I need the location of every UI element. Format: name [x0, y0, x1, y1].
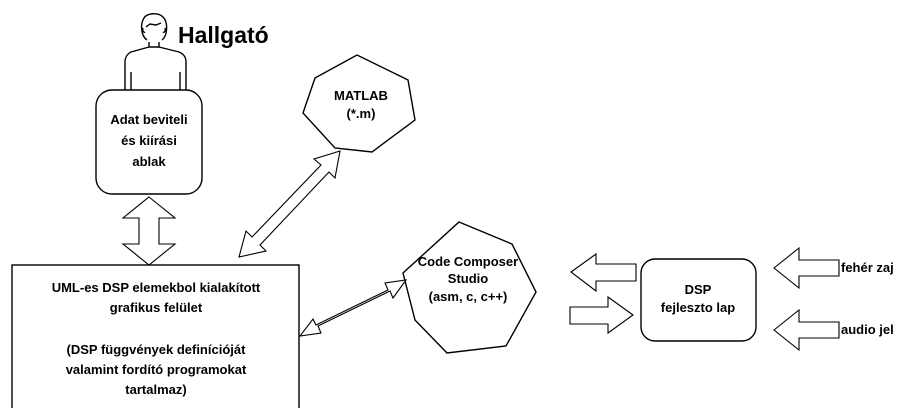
dsp-board-box — [640, 258, 757, 342]
gui-matlab-double-arrow — [238, 150, 341, 258]
io-window-line-3: ablak — [132, 154, 166, 169]
ccs-line-3: (asm, c, c++) — [429, 289, 508, 304]
dsp-board-line-2: fejleszto lap — [661, 300, 735, 315]
ccs-line-1: Code Composer — [418, 254, 518, 269]
io-window-box — [95, 89, 203, 195]
gui-ccs-double-arrow — [298, 279, 408, 337]
io-window-line-2: és kiírási — [121, 133, 177, 148]
uml-gui-line-4: valamint fordító programokat — [66, 362, 247, 377]
audio-input-arrow — [773, 308, 840, 352]
uml-gui-line-5: tartalmaz) — [125, 382, 186, 397]
white-noise-input-arrow — [773, 246, 840, 290]
matlab-line-2: (*.m) — [347, 106, 376, 121]
ccs-line-2: Studio — [448, 271, 488, 286]
uml-gui-box — [11, 264, 300, 408]
student-person-icon — [124, 13, 187, 96]
uml-gui-line-3: (DSP függvények definícióját — [67, 342, 247, 357]
ccs-to-dsp-arrow — [569, 295, 634, 335]
matlab-line-1: MATLAB — [334, 88, 388, 103]
ccs-heptagon — [402, 221, 537, 354]
io-gui-double-arrow — [121, 196, 177, 266]
student-label: Hallgató — [178, 22, 269, 48]
io-window-line-1: Adat beviteli — [110, 112, 187, 127]
white-noise-label: fehér zaj — [841, 260, 894, 275]
dsp-to-ccs-arrow — [570, 252, 637, 293]
uml-gui-line-2: grafikus felület — [110, 300, 203, 315]
matlab-hexagon — [302, 54, 416, 153]
dsp-board-line-1: DSP — [685, 282, 712, 297]
audio-label: audio jel — [841, 322, 894, 337]
uml-gui-line-1: UML-es DSP elemekbol kialakított — [52, 280, 261, 295]
